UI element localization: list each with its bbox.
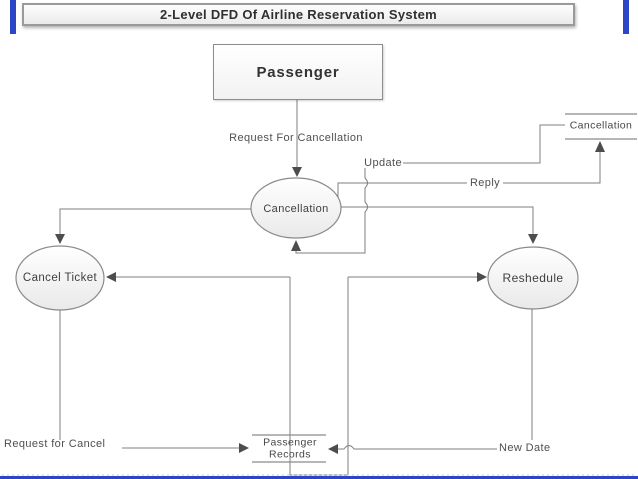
diagram-title-text: 2-Level DFD Of Airline Reservation Syste… <box>160 7 437 22</box>
slide-border-mark-left <box>10 0 16 34</box>
arrow-into-records-right <box>328 444 338 454</box>
flow-label-new-date: New Date <box>499 442 551 454</box>
reshedule-process-label: Reshedule <box>502 271 564 285</box>
arrow-into-records-left <box>239 443 249 453</box>
line-cancellation-to-reshedule <box>341 206 534 234</box>
cancel-ticket-process-label: Cancel Ticket <box>22 272 98 284</box>
cancellation-store-label: Cancellation <box>569 119 633 132</box>
entity-passenger-label: Passenger <box>256 63 340 81</box>
flow-label-request-for-cancellation: Request For Cancellation <box>229 132 363 144</box>
arrow-into-reshedule-top <box>528 234 538 244</box>
entity-passenger: Passenger <box>213 44 383 100</box>
passenger-records-line1: Passenger <box>263 436 317 449</box>
cancellation-store-bars <box>565 113 637 140</box>
arrow-into-reshedule-left <box>477 272 487 282</box>
passenger-records-line2: Records <box>269 448 311 460</box>
process-shapes <box>15 177 579 311</box>
passenger-records-bars <box>252 434 326 463</box>
data-store-bars <box>252 113 637 463</box>
diagram-title: 2-Level DFD Of Airline Reservation Syste… <box>22 3 575 26</box>
cancellation-process-shape <box>250 177 342 239</box>
reshedule-process-shape <box>487 246 579 310</box>
line-update <box>403 124 565 164</box>
line-update-vertical <box>295 168 368 254</box>
arrow-into-cancel-ticket-top <box>55 234 65 244</box>
arrow-into-cancel-ticket-right <box>106 272 116 282</box>
arrow-into-cancellation-bottom <box>291 240 301 251</box>
arrowheads <box>55 141 605 454</box>
line-new-date <box>338 445 497 450</box>
slide-border-mark-right <box>623 0 629 34</box>
flow-label-reply: Reply <box>466 177 504 189</box>
flow-label-request-for-cancel: Request for Cancel <box>4 438 106 450</box>
passenger-records-store-label: Passenger Records <box>263 436 317 461</box>
flow-label-update: Update <box>364 157 402 169</box>
slide-border-bottom-bar <box>0 476 638 479</box>
arrow-into-cancellation-top <box>292 167 302 177</box>
line-cancellation-to-cancel-ticket <box>59 208 251 234</box>
arrow-into-cancellation-store <box>595 141 605 152</box>
cancellation-process-label: Cancellation <box>263 203 329 215</box>
